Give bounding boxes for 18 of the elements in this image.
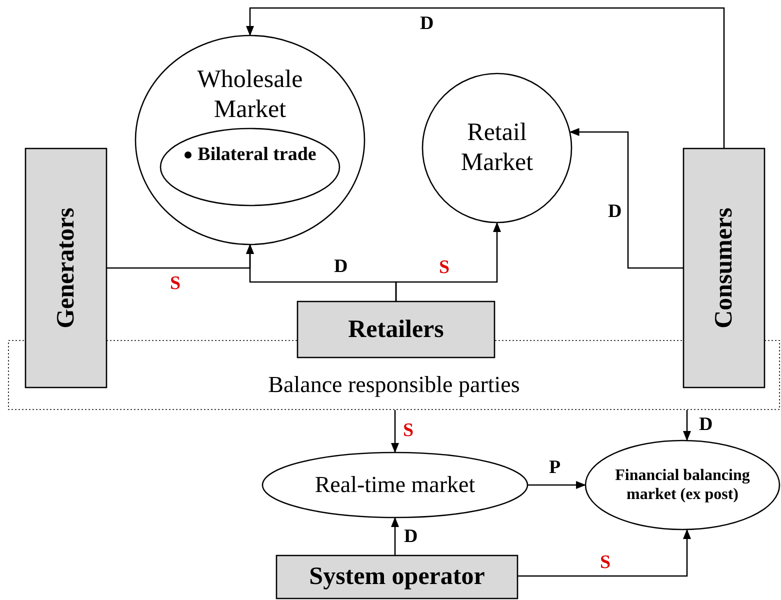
node-label: System operator (309, 563, 485, 590)
node-label: Retail Market (460, 119, 534, 176)
arrow (395, 222, 501, 301)
node-label: Consumers (710, 208, 737, 328)
arrow (683, 410, 691, 442)
node-label: Financial balancing market (ex post) (615, 466, 750, 503)
node-label: Wholesale Market (197, 66, 303, 123)
arrow (246, 7, 725, 148)
arrow (391, 410, 399, 453)
node-label: Retailers (348, 316, 444, 342)
arrow (528, 481, 586, 489)
node-label: Balance responsible parties (268, 372, 520, 398)
arrow (391, 517, 399, 555)
node-label: Real-time market (314, 472, 476, 498)
arrow (518, 528, 691, 577)
arrow (569, 128, 683, 269)
node-label: Bilateral trade (198, 144, 316, 165)
node-label: Generators (52, 208, 79, 328)
